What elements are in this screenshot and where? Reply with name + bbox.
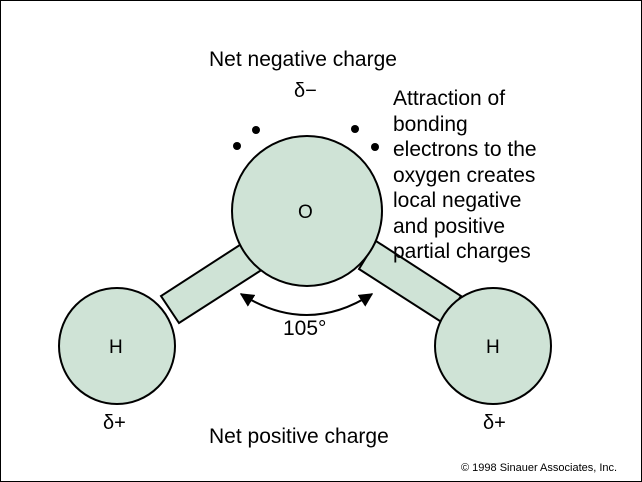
hydrogen-right-label: H xyxy=(486,337,500,358)
copyright-notice: © 1998 Sinauer Associates, Inc. xyxy=(461,462,618,474)
attraction-note: Attraction of bonding electrons to the o… xyxy=(393,86,537,265)
hydrogen-atom-right xyxy=(434,287,552,405)
bond-angle-arc xyxy=(239,293,374,316)
lone-pair-electrons xyxy=(233,125,379,151)
note-line: and positive xyxy=(393,214,506,238)
oxygen-atom xyxy=(231,135,383,287)
note-line: partial charges xyxy=(393,240,531,263)
oxygen-partial-charge: δ− xyxy=(294,80,317,102)
electron-dot xyxy=(233,142,241,150)
note-line: bonding xyxy=(393,112,468,136)
oxygen-label: O xyxy=(298,202,313,223)
electron-dot xyxy=(351,125,359,133)
electron-dot xyxy=(371,143,379,151)
note-line: electrons to the xyxy=(393,138,537,161)
hydrogen-atom-left xyxy=(58,287,176,405)
net-positive-charge-label: Net positive charge xyxy=(209,425,389,448)
net-negative-charge-label: Net negative charge xyxy=(209,48,397,71)
note-line: oxygen creates xyxy=(393,163,536,187)
hydrogen-right-partial-charge: δ+ xyxy=(483,412,506,434)
note-line: Attraction of xyxy=(393,87,506,110)
electron-dot xyxy=(252,126,260,134)
bond-angle-label: 105° xyxy=(283,317,327,340)
hydrogen-left-partial-charge: δ+ xyxy=(103,412,126,434)
hydrogen-left-label: H xyxy=(109,337,123,358)
note-line: local negative xyxy=(393,189,522,212)
